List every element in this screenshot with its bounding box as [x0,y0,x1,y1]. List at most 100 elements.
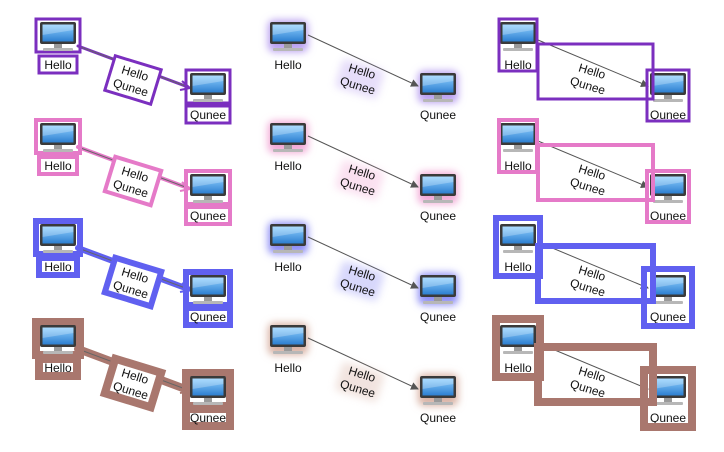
source-label: Hello [274,159,302,173]
computer-monitor-icon[interactable] [500,123,536,152]
target-node-bounding-box [641,266,695,329]
source-label-border [37,155,79,176]
computer-monitor-icon[interactable] [270,224,306,253]
link-bounding-box [536,42,655,101]
source-label-border [36,255,80,278]
link-edge[interactable] [307,236,419,289]
target-label: Qunee [650,108,686,122]
target-label: Qunee [650,310,686,324]
computer-monitor-icon[interactable] [40,22,76,51]
computer-monitor-icon[interactable] [40,123,76,152]
computer-monitor-icon[interactable] [420,174,456,203]
computer-monitor-icon[interactable] [650,174,686,203]
computer-monitor-icon[interactable] [420,275,456,304]
computer-monitor-icon[interactable] [500,22,536,51]
target-label: Qunee [420,108,456,122]
computer-monitor-icon[interactable] [190,73,226,102]
target-label-border [183,305,233,328]
source-node-border [34,118,82,155]
target-label: Qunee [420,310,456,324]
computer-monitor-icon[interactable] [270,123,306,152]
target-label-border [184,104,232,125]
link-edge[interactable] [307,34,419,87]
target-label: Qunee [190,411,226,425]
source-label: Hello [44,58,72,72]
computer-monitor-icon[interactable] [500,325,536,354]
target-label-border [182,405,234,430]
link-edge[interactable] [537,140,649,188]
computer-monitor-icon[interactable] [270,22,306,51]
source-label: Hello [274,58,302,72]
source-label: Hello [44,361,72,375]
link-bounding-box [536,143,655,202]
computer-monitor-icon[interactable] [650,73,686,102]
computer-monitor-icon[interactable] [270,325,306,354]
source-label: Hello [274,361,302,375]
target-label: Qunee [650,411,686,425]
computer-monitor-icon[interactable] [650,376,686,405]
link-bounding-box [535,243,656,304]
target-label: Qunee [650,209,686,223]
source-node-border [34,17,82,54]
computer-monitor-icon[interactable] [420,73,456,102]
source-label-border [37,54,79,75]
target-label: Qunee [420,209,456,223]
computer-monitor-icon[interactable] [190,376,226,405]
computer-monitor-icon[interactable] [190,174,226,203]
source-label: Hello [504,361,532,375]
target-node-border [184,68,232,105]
link-bounding-box [534,343,657,406]
source-label-border [35,355,81,380]
source-label: Hello [504,260,532,274]
computer-monitor-icon[interactable] [190,275,226,304]
target-label-border [184,205,232,226]
target-label: Qunee [420,411,456,425]
computer-monitor-icon[interactable] [420,376,456,405]
link-edge[interactable] [307,337,419,390]
computer-monitor-icon[interactable] [40,224,76,253]
computer-monitor-icon[interactable] [500,224,536,253]
computer-monitor-icon[interactable] [650,275,686,304]
link-edge[interactable] [537,39,649,87]
link-edge[interactable] [307,135,419,188]
target-node-bounding-box [645,169,691,224]
source-label: Hello [504,159,532,173]
source-label: Hello [44,260,72,274]
source-label: Hello [44,159,72,173]
computer-monitor-icon[interactable] [40,325,76,354]
source-label: Hello [504,58,532,72]
target-node-bounding-box [645,68,691,123]
target-label: Qunee [190,310,226,324]
source-label: Hello [274,260,302,274]
link-edge[interactable] [537,241,649,289]
source-node-border [33,218,83,257]
target-label: Qunee [190,108,226,122]
target-node-border [184,169,232,206]
target-label: Qunee [190,209,226,223]
